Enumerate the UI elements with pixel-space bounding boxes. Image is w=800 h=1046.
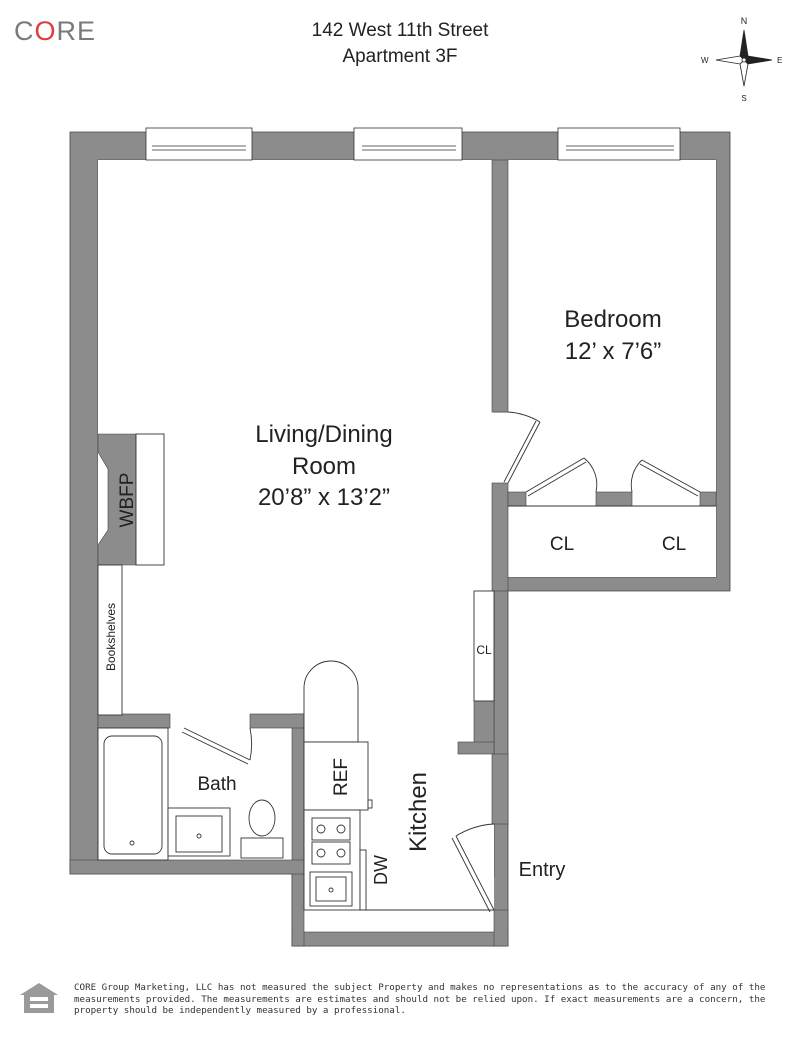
entry-label: Entry: [519, 859, 566, 881]
bath-label: Bath: [197, 774, 236, 795]
bedroom-dims: 12’ x 7’6”: [565, 338, 662, 365]
dw-label: DW: [371, 855, 391, 885]
doors: [181, 411, 701, 913]
living-room-label: Living/Dining: [255, 421, 392, 448]
closet-label-2: CL: [662, 534, 686, 555]
compass-north: N: [741, 16, 748, 26]
disclaimer-text: CORE Group Marketing, LLC has not measur…: [74, 982, 766, 1016]
address-line-2: Apartment 3F: [342, 46, 458, 67]
compass-icon: [715, 29, 773, 87]
bedroom-label: Bedroom: [564, 306, 661, 333]
closet-label-1: CL: [550, 534, 574, 555]
kitchen-fixtures: [303, 660, 494, 911]
ref-label: REF: [331, 758, 352, 796]
fireplace-mantel: [135, 433, 165, 566]
compass-south: S: [741, 94, 746, 103]
bookshelves-label: Bookshelves: [104, 603, 118, 671]
bookshelves: [97, 564, 123, 716]
compass-west: W: [701, 56, 709, 65]
closet-label-3: CL: [476, 643, 492, 657]
kitchen-label: Kitchen: [405, 772, 432, 852]
living-room-dims: 20’8” x 13’2”: [258, 484, 390, 511]
equal-housing-icon: [20, 983, 58, 1013]
core-logo: CORE: [14, 16, 97, 46]
address-line-1: 142 West 11th Street: [311, 20, 489, 41]
windows: [145, 127, 681, 161]
bath-fixtures: [97, 727, 284, 861]
living-room-label-2: Room: [292, 453, 356, 480]
compass-east: E: [777, 56, 782, 65]
wbfp-label: WBFP: [117, 473, 138, 528]
closet-outlines: [473, 505, 716, 702]
